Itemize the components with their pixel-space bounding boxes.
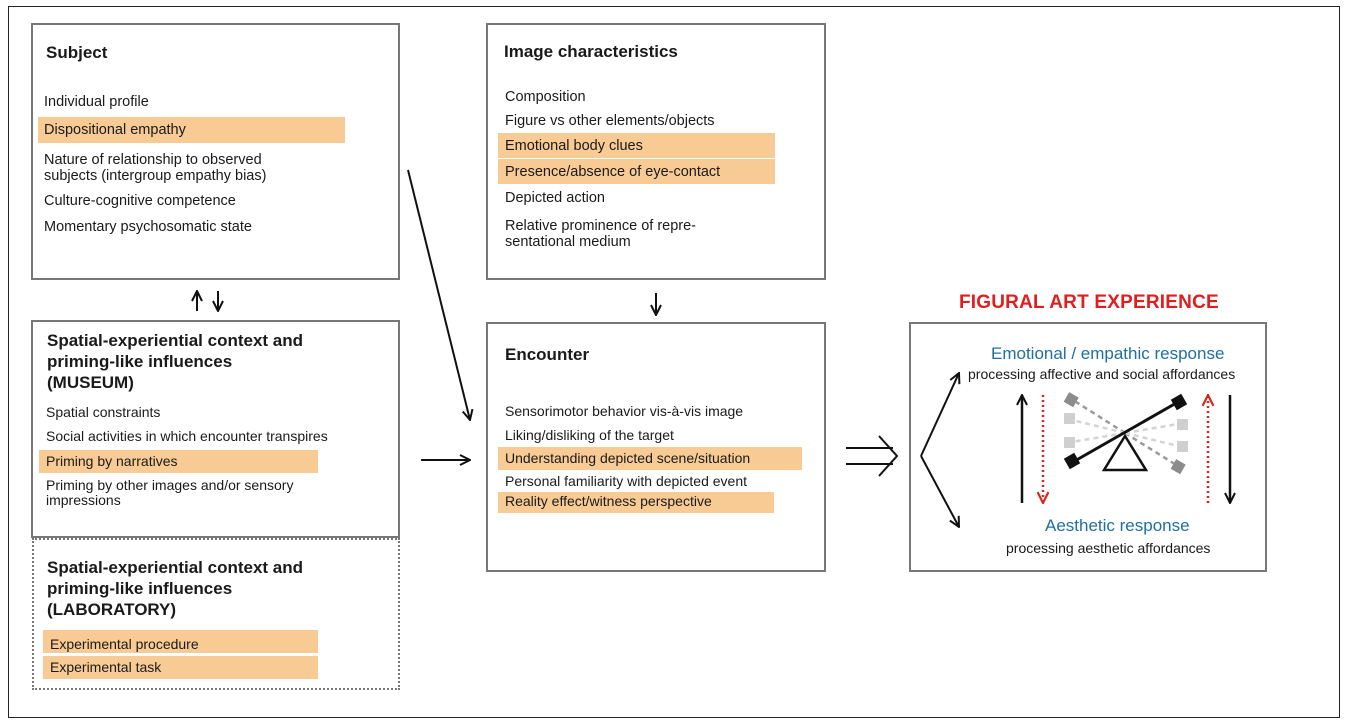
encounter-title: Encounter <box>505 345 590 364</box>
museum-item-priming-narratives: Priming by narratives <box>46 453 178 469</box>
image-item-emotional-body-clues: Emotional body clues <box>505 138 643 154</box>
subject-highlight-dispositional-empathy <box>38 117 345 143</box>
subject-item-psychosomatic-state: Momentary psychosomatic state <box>44 219 252 235</box>
encounter-item-reality-effect: Reality effect/witness perspective <box>505 493 712 509</box>
subject-box <box>31 23 400 280</box>
subject-item-culture-cognitive: Culture-cognitive competence <box>44 193 236 209</box>
subject-title: Subject <box>46 43 108 62</box>
image-highlight-eye-contact <box>498 159 775 184</box>
figural-art-experience-heading: FIGURAL ART EXPERIENCE <box>959 292 1219 313</box>
museum-context-box <box>31 320 400 538</box>
museum-item-priming-other: Priming by other images and/or sensory i… <box>46 477 294 508</box>
bracket-down-arrow <box>920 455 959 527</box>
museum-highlight-priming-narratives <box>39 450 318 473</box>
image-item-eye-contact: Presence/absence of eye-contact <box>505 164 721 180</box>
museum-context-title: Spatial-experiential context and priming… <box>47 331 304 392</box>
encounter-highlight-reality-effect <box>498 492 774 513</box>
image-item-figure-vs-elements: Figure vs other elements/objects <box>505 113 715 129</box>
subject-to-encounter-arrow <box>407 169 470 420</box>
image-highlight-emotional-body-clues <box>498 133 775 158</box>
laboratory-highlight-procedure <box>43 630 318 653</box>
aesthetic-response-title: Aesthetic response <box>1045 516 1190 535</box>
laboratory-highlight-task <box>43 656 318 679</box>
subject-item-individual-profile: Individual profile <box>44 94 149 110</box>
image-item-representational-medium: Relative prominence of repre- sentationa… <box>505 218 697 250</box>
encounter-highlight-understanding <box>498 447 802 470</box>
aesthetic-response-subtitle: processing aesthetic affordances <box>1006 540 1211 556</box>
laboratory-item-procedure: Experimental procedure <box>50 636 199 652</box>
museum-item-social-activities: Social activities in which encounter tra… <box>46 428 328 444</box>
encounter-item-liking: Liking/disliking of the target <box>505 427 674 443</box>
encounter-item-understanding: Understanding depicted scene/situation <box>505 450 751 466</box>
museum-item-spatial-constraints: Spatial constraints <box>46 404 161 420</box>
encounter-item-sensorimotor: Sensorimotor behavior vis-à-vis image <box>505 403 744 419</box>
outer-frame <box>8 6 1340 718</box>
encounter-to-experience-double-arrow <box>846 435 899 477</box>
laboratory-context-title: Spatial-experiential context and priming… <box>47 558 304 619</box>
laboratory-item-task: Experimental task <box>50 659 162 675</box>
image-characteristics-title: Image characteristics <box>504 42 678 61</box>
image-item-depicted-action: Depicted action <box>505 190 605 206</box>
image-item-composition: Composition <box>505 89 586 105</box>
subject-item-dispositional-empathy: Dispositional empathy <box>44 122 186 138</box>
balance-seesaw-icon <box>1063 392 1188 475</box>
emotional-response-title: Emotional / empathic response <box>991 344 1225 363</box>
subject-item-relationship: Nature of relationship to observed subje… <box>44 152 267 184</box>
encounter-item-familiarity: Personal familiarity with depicted event <box>505 473 748 489</box>
emotional-response-subtitle: processing affective and social affordan… <box>968 366 1236 382</box>
bracket-up-arrow <box>920 373 959 457</box>
